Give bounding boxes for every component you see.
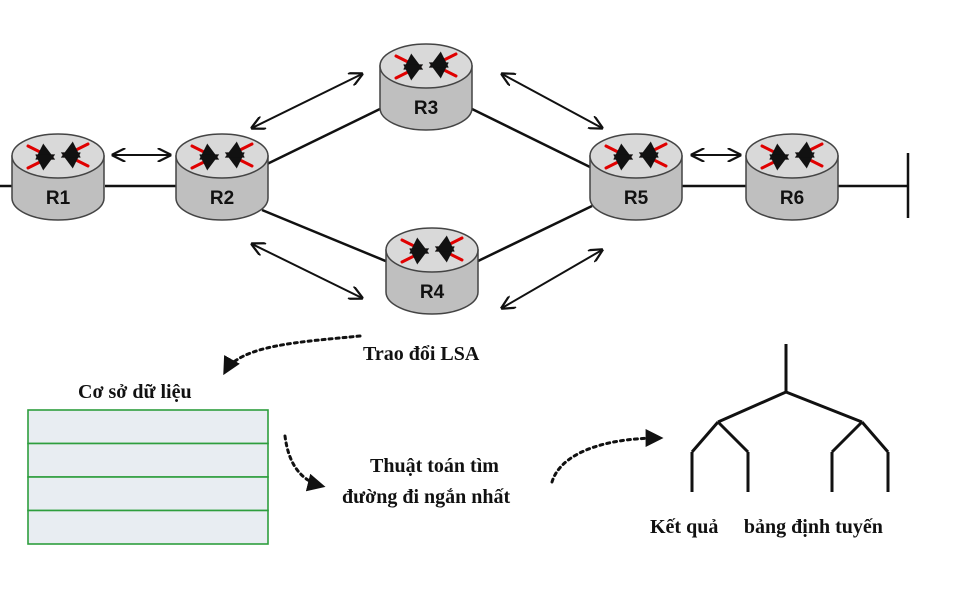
router-top [745,133,839,179]
router-label: R3 [414,98,438,119]
router-arrows-icon [400,235,464,265]
flow-arrow-to-database [223,334,362,376]
router-arrows-icon [26,141,90,171]
caption-database: Cơ sở dữ liệu [78,381,192,403]
router-r5: R5 [589,133,683,221]
router-top [589,133,683,179]
router-r2: R2 [175,133,269,221]
tree-left-right [716,420,750,454]
shortest-path-tree [690,344,890,492]
router-label: R4 [420,282,445,303]
router-arrows-icon [394,51,458,81]
router-top [379,43,473,89]
router-arrows-icon [604,141,668,171]
link-r3-r5 [469,106,593,170]
router-r4: R4 [385,227,479,315]
router-label: R5 [624,188,649,209]
database-row [27,442,269,478]
flow-arrows [223,334,664,492]
caption-lsa-exchange: Trao đổi LSA [363,343,480,365]
router-r6: R6 [745,133,839,221]
flow-arrow-to-result [550,429,664,484]
tree-right-right [860,421,890,453]
link-r2-r4 [261,208,389,264]
router-arrows-icon [190,141,254,171]
tree-left-left [690,421,720,453]
arrow-r3-r5 [502,74,602,128]
router-top [11,133,105,179]
link-state-database [27,409,269,545]
tree-right-left [830,420,864,454]
router-arrows-icon [760,141,824,171]
router-r3: R3 [379,43,473,131]
caption-algorithm-line2: đường đi ngắn nhất [342,486,510,508]
router-top [175,133,269,179]
router-label: R6 [780,188,804,209]
tree-branch-right [785,390,863,424]
arrow-r2-r4 [252,244,362,298]
database-row [27,409,269,445]
caption-algorithm-line1: Thuật toán tìm [370,455,499,477]
exchange-arrows [113,74,740,308]
caption-result: Kết quả 󰀀 bảng định tuyến [650,516,883,538]
link-r4-r5 [475,204,593,264]
router-label: R1 [46,188,71,209]
router-top [385,227,479,273]
flow-arrow-to-algorithm [283,434,326,492]
link-r2-r3 [264,106,383,167]
router-label: R2 [210,188,234,209]
arrow-r2-r3 [252,74,362,128]
network-links [0,106,910,264]
tree-branch-left [717,390,787,424]
database-row [27,509,269,545]
router-r1: R1 [11,133,105,221]
arrow-r4-r5 [502,250,602,308]
database-row [27,476,269,512]
